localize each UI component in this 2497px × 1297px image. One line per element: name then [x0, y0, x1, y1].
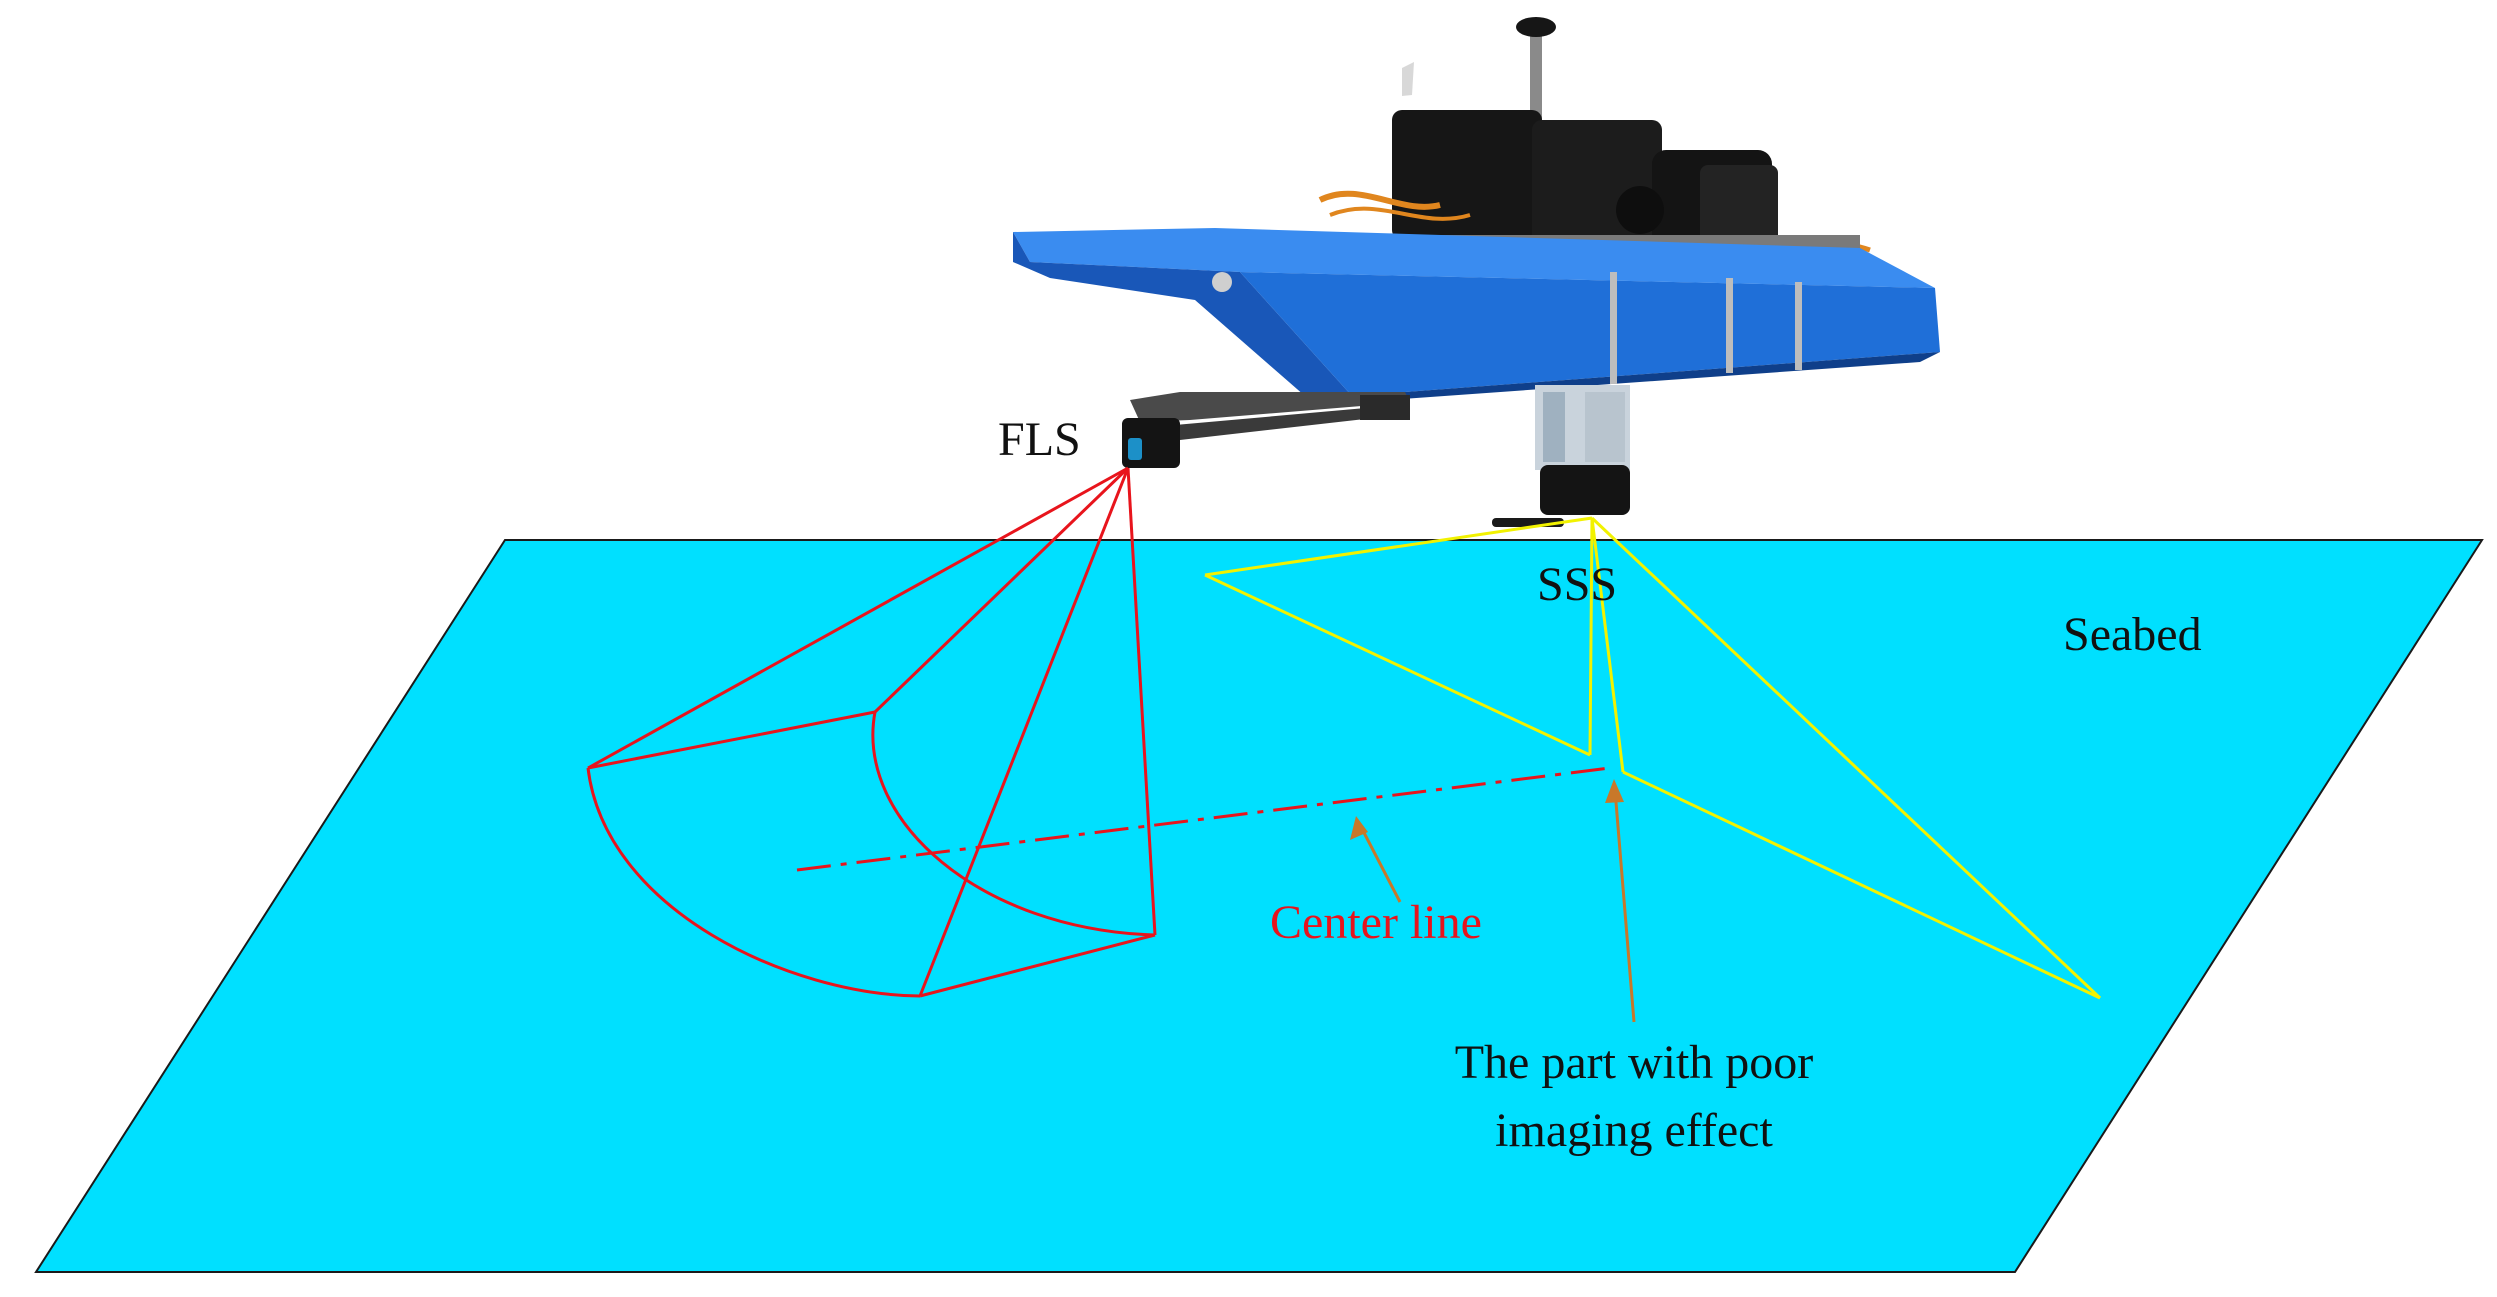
- center-line-arrow: [1358, 824, 1402, 903]
- forward-looking-sonar-icon: [1122, 418, 1180, 468]
- fls-label: FLS: [998, 413, 1081, 466]
- survey-boat-icon: [1013, 17, 1940, 515]
- sss-label: SSS: [1537, 558, 1617, 611]
- poor-imaging-arrow: [1613, 789, 1636, 1023]
- poor-imaging-label-line2: imaging effect: [1495, 1104, 1773, 1157]
- sss-beam-wireframe: [1204, 516, 2102, 1000]
- seabed-label: Seabed: [2063, 608, 2202, 661]
- seabed-plane: [34, 539, 2484, 1273]
- center-line: [796, 766, 1611, 872]
- center-line-arrowhead: [1350, 816, 1368, 840]
- fls-beam-wireframe: [586, 466, 1157, 998]
- annotation-arrows: [1350, 779, 1636, 1023]
- poor-imaging-label-line1: The part with poor: [1455, 1036, 1814, 1089]
- center-line-label: Center line: [1270, 896, 1482, 949]
- poor-imaging-arrowhead: [1605, 779, 1624, 803]
